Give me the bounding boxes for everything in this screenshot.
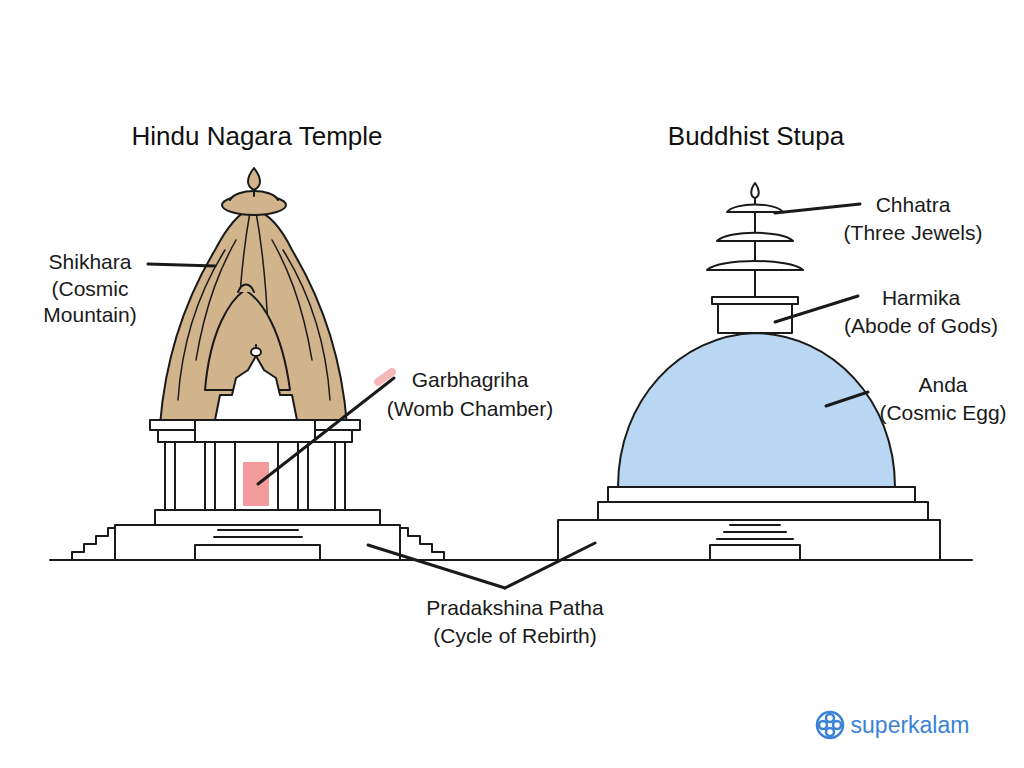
logo-icon [817, 712, 843, 738]
watermark: superkalam [840, 711, 980, 740]
panel-heading: Hindu Nagara Temple [87, 120, 427, 153]
part-meaning: (Abode of Gods) [826, 313, 1016, 339]
part-meaning: (Cosmic Egg) [868, 400, 1018, 426]
leader-lines [148, 204, 868, 588]
part-name: Harmika [826, 285, 1016, 311]
part-name: Chhatra [818, 192, 1008, 218]
panel-heading: Buddhist Stupa [606, 120, 906, 153]
part-meaning: (Womb Chamber) [370, 396, 570, 422]
part-name: Shikhara [30, 249, 150, 275]
part-meaning: (Cycle of Rebirth) [365, 623, 665, 649]
garbhagriha-doorway [243, 462, 269, 506]
part-meaning: (Three Jewels) [818, 220, 1008, 246]
part-name: Anda [868, 372, 1018, 398]
part-name: Pradakshina Patha [365, 595, 665, 621]
shikhara-tower [160, 168, 347, 425]
part-name: Garbhagriha [370, 367, 570, 393]
part-meaning: (Cosmic Mountain) [30, 276, 150, 329]
